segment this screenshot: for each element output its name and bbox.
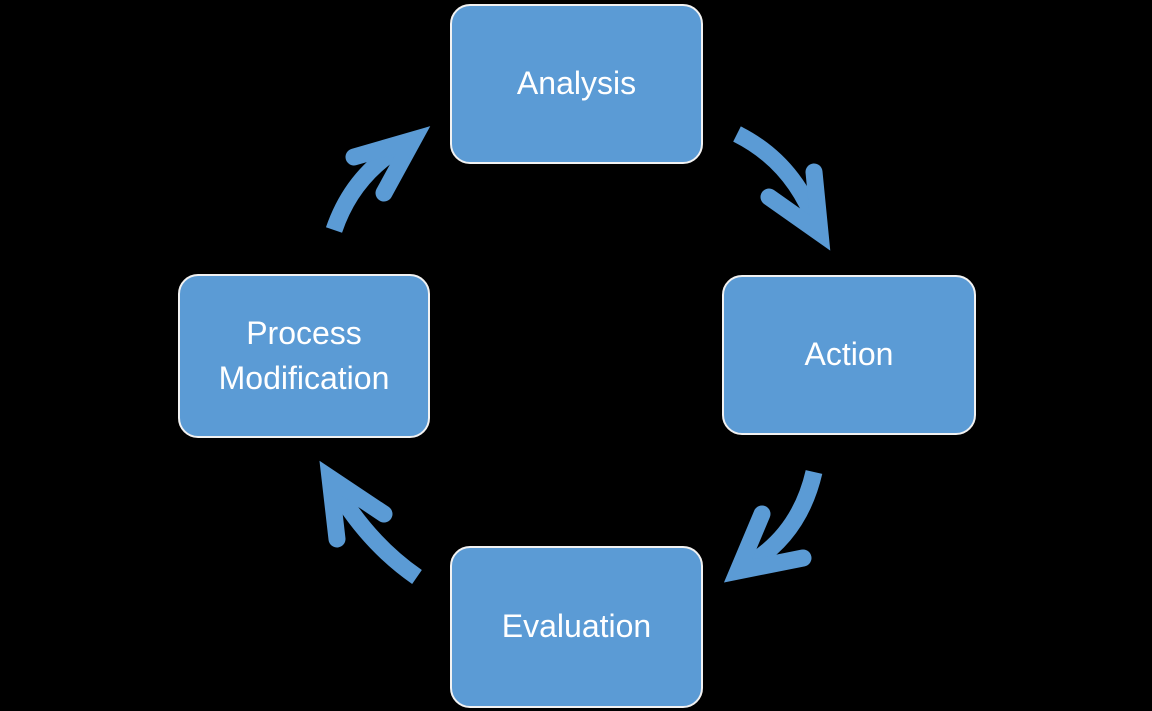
arrow-action-to-evaluation-shaft [739, 469, 823, 575]
arrow-action-to-evaluation-head [723, 505, 812, 583]
node-analysis: Analysis [450, 4, 703, 164]
arrow-analysis-to-action-head [760, 163, 831, 251]
arrow-action-to-evaluation [723, 469, 823, 583]
arrow-analysis-to-action [733, 126, 831, 251]
arrow-analysis-to-action-shaft [733, 126, 824, 228]
node-analysis-label: Analysis [516, 65, 637, 102]
node-action-label: Action [804, 336, 894, 373]
node-evaluation-label: Evaluation [501, 608, 652, 645]
node-process-modification: Process Modification [178, 274, 430, 438]
node-evaluation: Evaluation [450, 546, 703, 708]
arrow-process-modification-to-analysis-shaft [325, 137, 409, 233]
node-process-modification-label: Process Modification [218, 314, 390, 396]
arrow-evaluation-to-process-modification [319, 460, 422, 584]
node-action: Action [722, 275, 976, 435]
arrow-process-modification-to-analysis-head [345, 126, 431, 202]
arrow-evaluation-to-process-modification-shaft [327, 482, 422, 584]
arrow-evaluation-to-process-modification-head [319, 460, 393, 548]
arrow-process-modification-to-analysis [325, 126, 431, 233]
